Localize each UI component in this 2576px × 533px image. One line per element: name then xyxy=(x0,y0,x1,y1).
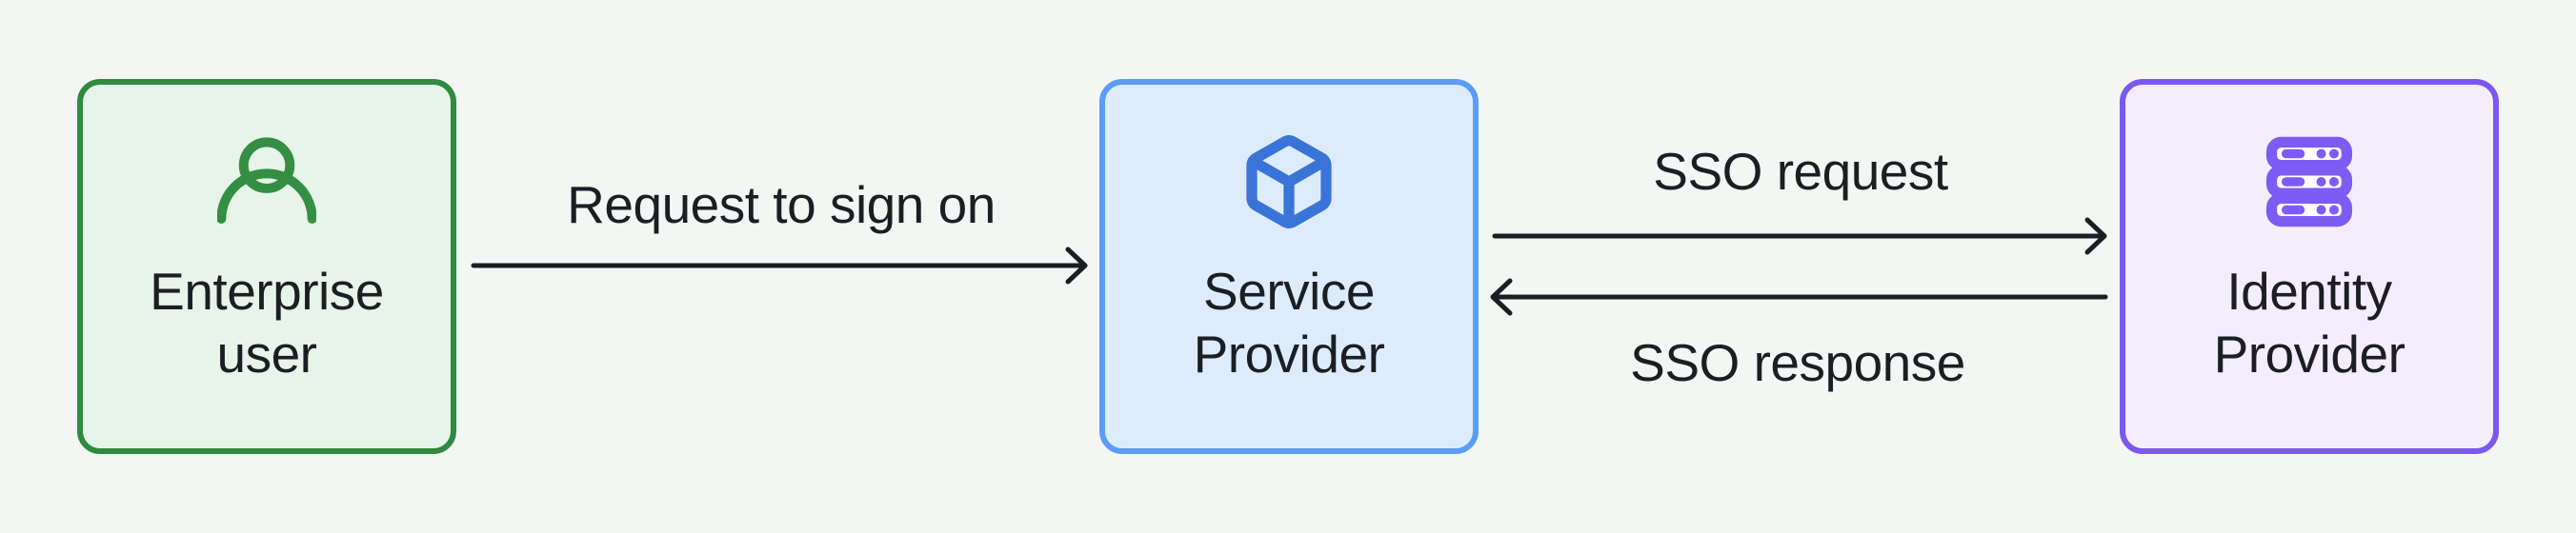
node-service-provider: Service Provider xyxy=(1099,79,1479,454)
node-label-enterprise-user: Enterprise user xyxy=(150,262,384,384)
node-label-identity-provider: Identity Provider xyxy=(2213,262,2405,384)
edge-sso-response: SSO response xyxy=(1487,270,2108,389)
edge-label-request-to-sign-on: Request to sign on xyxy=(567,175,996,234)
edge-label-sso-request: SSO request xyxy=(1653,142,1948,201)
server-icon xyxy=(2265,136,2353,227)
edge-sso-request: SSO request xyxy=(1492,145,2109,263)
node-enterprise-user: Enterprise user xyxy=(77,79,456,454)
user-icon xyxy=(217,137,316,224)
edge-request-to-sign-on: Request to sign on xyxy=(471,176,1092,292)
arrow-left-icon xyxy=(1490,278,2108,316)
arrow-right-icon xyxy=(471,247,1088,285)
node-label-service-provider: Service Provider xyxy=(1193,262,1385,384)
cube-icon xyxy=(1246,135,1332,228)
edge-label-sso-response: SSO response xyxy=(1630,333,1965,392)
node-identity-provider: Identity Provider xyxy=(2120,79,2499,454)
arrow-right-icon xyxy=(1492,217,2107,255)
